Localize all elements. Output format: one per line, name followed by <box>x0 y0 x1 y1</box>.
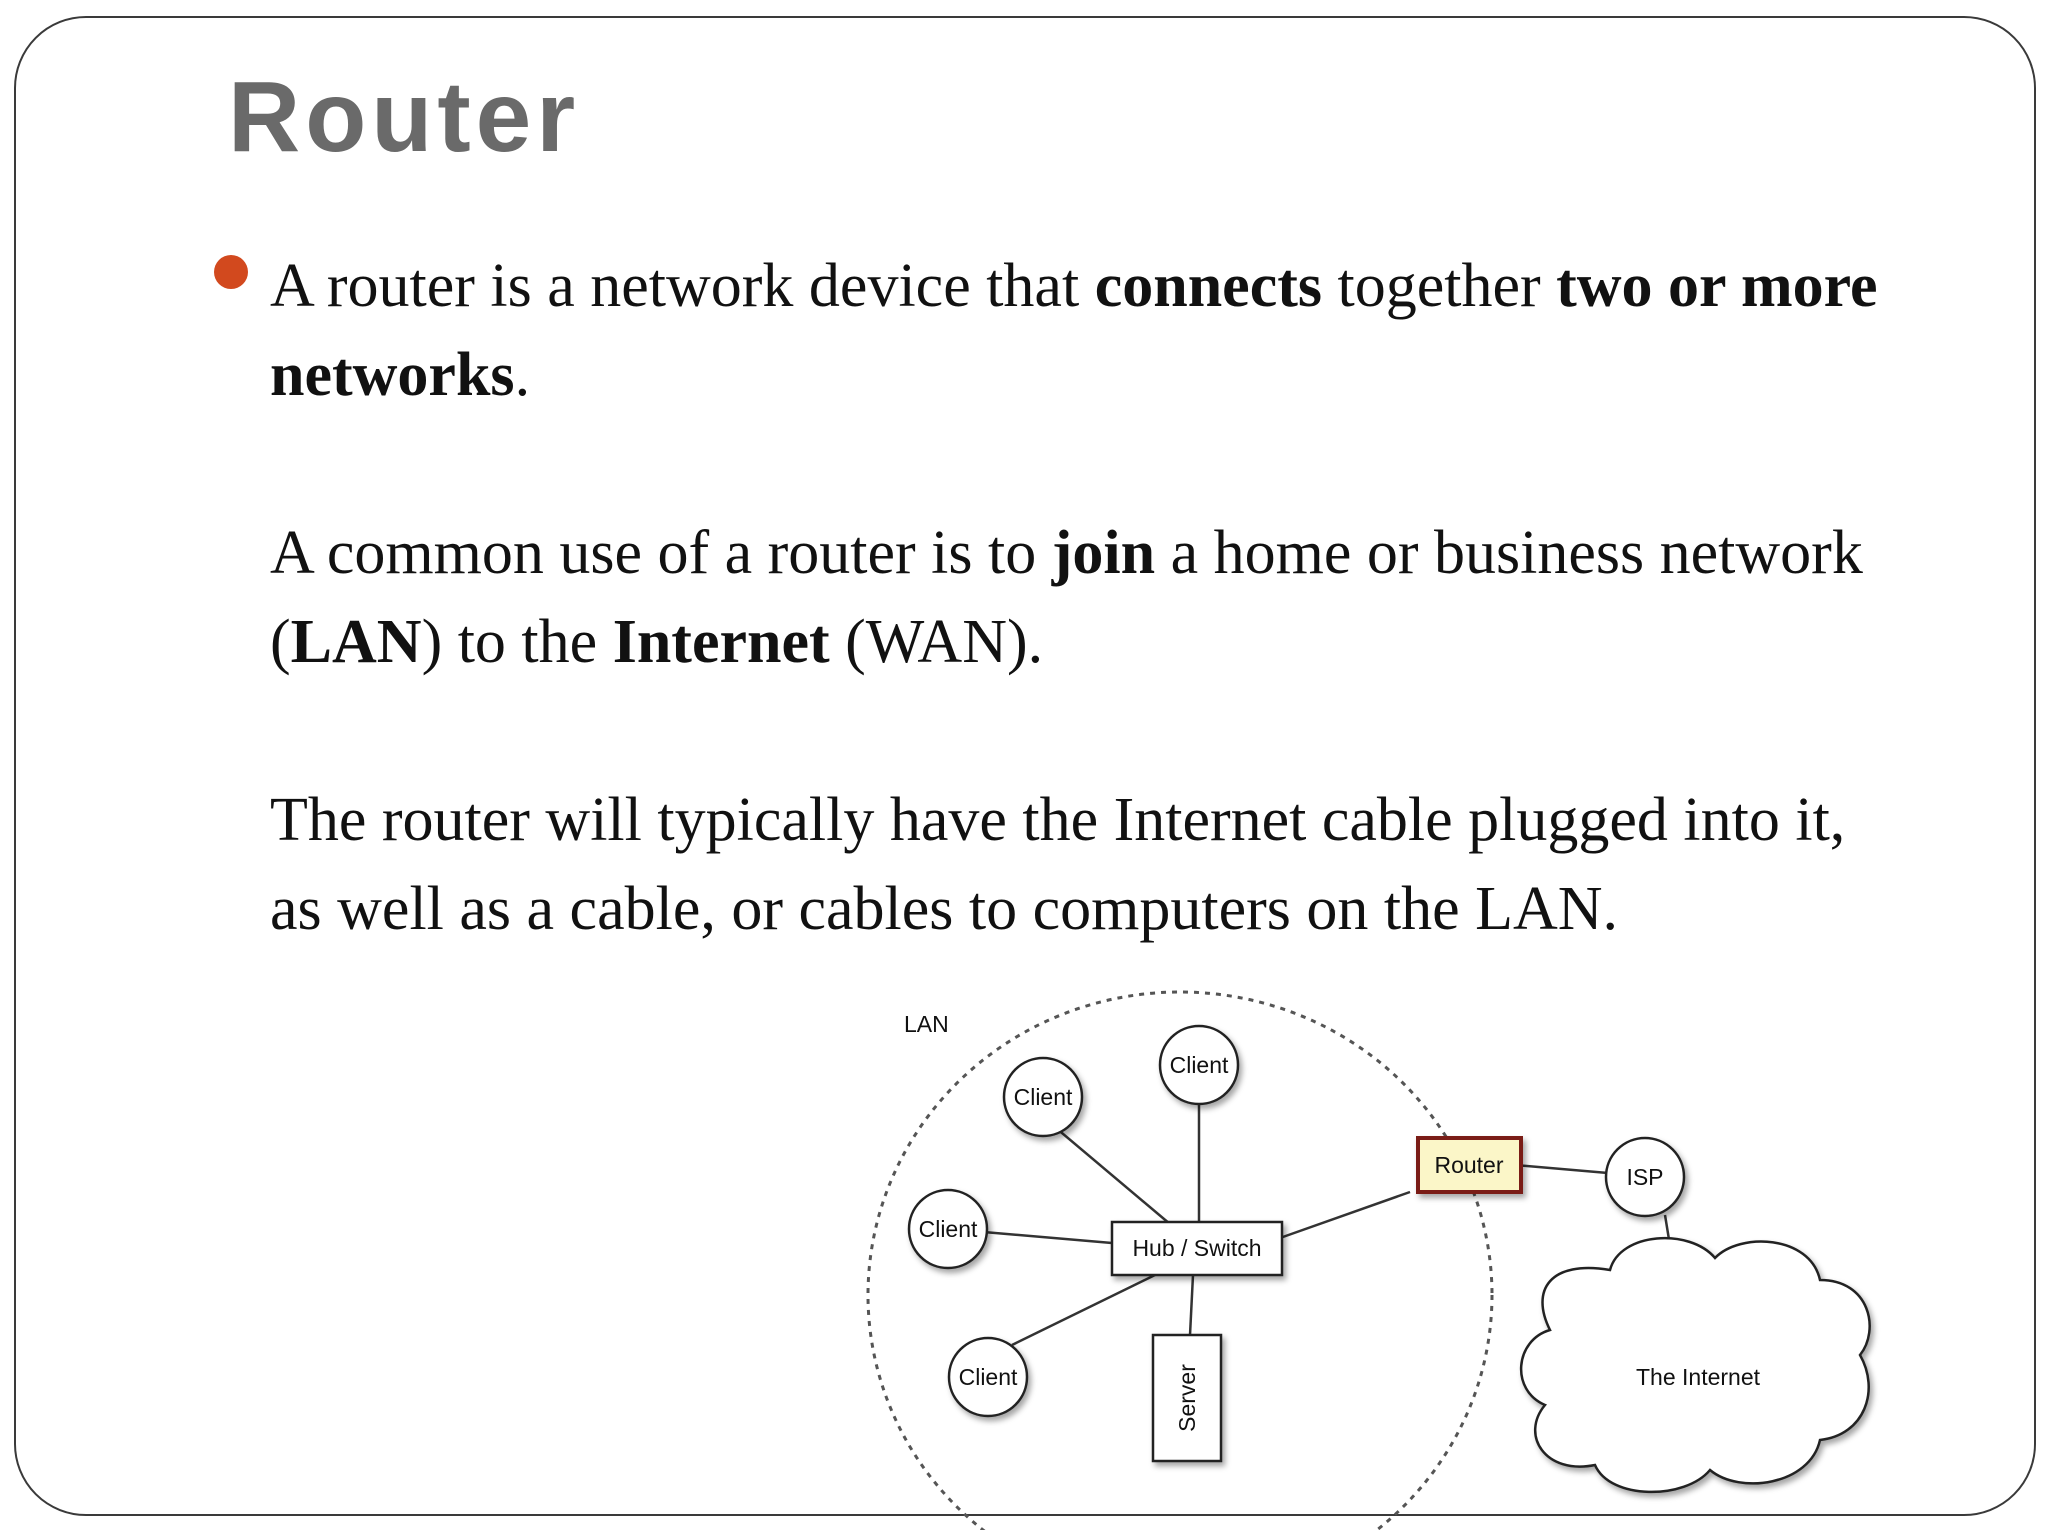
bold-text-run: Internet <box>612 608 830 676</box>
text-run: . <box>514 341 531 409</box>
hub-switch-label: Hub / Switch <box>1132 1235 1261 1261</box>
text-run: together <box>1321 252 1557 320</box>
hub-switch-node: Hub / Switch <box>1110 1220 1284 1277</box>
client-label: Client <box>959 1364 1018 1390</box>
text-run: The router will typically have the Inter… <box>270 786 1846 943</box>
isp-label: ISP <box>1626 1164 1663 1190</box>
bold-text-run: connects <box>1094 252 1322 320</box>
paragraph-3: The router will typically have the Inter… <box>270 776 1910 954</box>
client-label: Client <box>919 1216 978 1242</box>
client-label: Client <box>1170 1052 1229 1078</box>
router-box <box>1416 1136 1523 1194</box>
client-node-3: Client <box>907 1188 989 1270</box>
text-run: (WAN). <box>829 608 1044 676</box>
client-label: Client <box>1014 1084 1073 1110</box>
slide-body: A router is a network device that connec… <box>270 242 1910 1043</box>
server-node: Server <box>1151 1333 1223 1463</box>
bullet-dot <box>214 255 248 289</box>
bold-text-run: two or more networks <box>270 252 1878 409</box>
bold-text-run: join <box>1051 519 1156 587</box>
lan-boundary <box>866 990 1494 1530</box>
internet-label: The Internet <box>1636 1364 1761 1390</box>
client-node-2: Client <box>1158 1024 1240 1106</box>
slide-title: Router <box>228 61 581 173</box>
text-run: A router is a network device that <box>270 252 1095 320</box>
router-node: Router <box>1416 1136 1523 1194</box>
network-diagram: LAN Client Client Client Client Hub / Sw… <box>866 990 1871 1530</box>
bold-text-run: LAN <box>290 608 422 676</box>
internet-cloud: The Internet <box>1520 1236 1871 1494</box>
paragraph-2: A common use of a router is to join a ho… <box>270 509 1910 687</box>
client-node-1: Client <box>1002 1056 1084 1138</box>
router-label: Router <box>1434 1152 1503 1178</box>
paragraph-1: A router is a network device that connec… <box>270 242 1910 420</box>
text-run: a home or business network ( <box>270 519 1863 676</box>
cloud-shape <box>1520 1236 1871 1494</box>
text-run: A common use of a router is to <box>270 519 1052 587</box>
client-node-4: Client <box>947 1336 1029 1418</box>
server-label: Server <box>1174 1364 1200 1432</box>
lan-label: LAN <box>904 1011 949 1037</box>
text-run: ) to the <box>421 608 613 676</box>
isp-node: ISP <box>1604 1136 1686 1218</box>
